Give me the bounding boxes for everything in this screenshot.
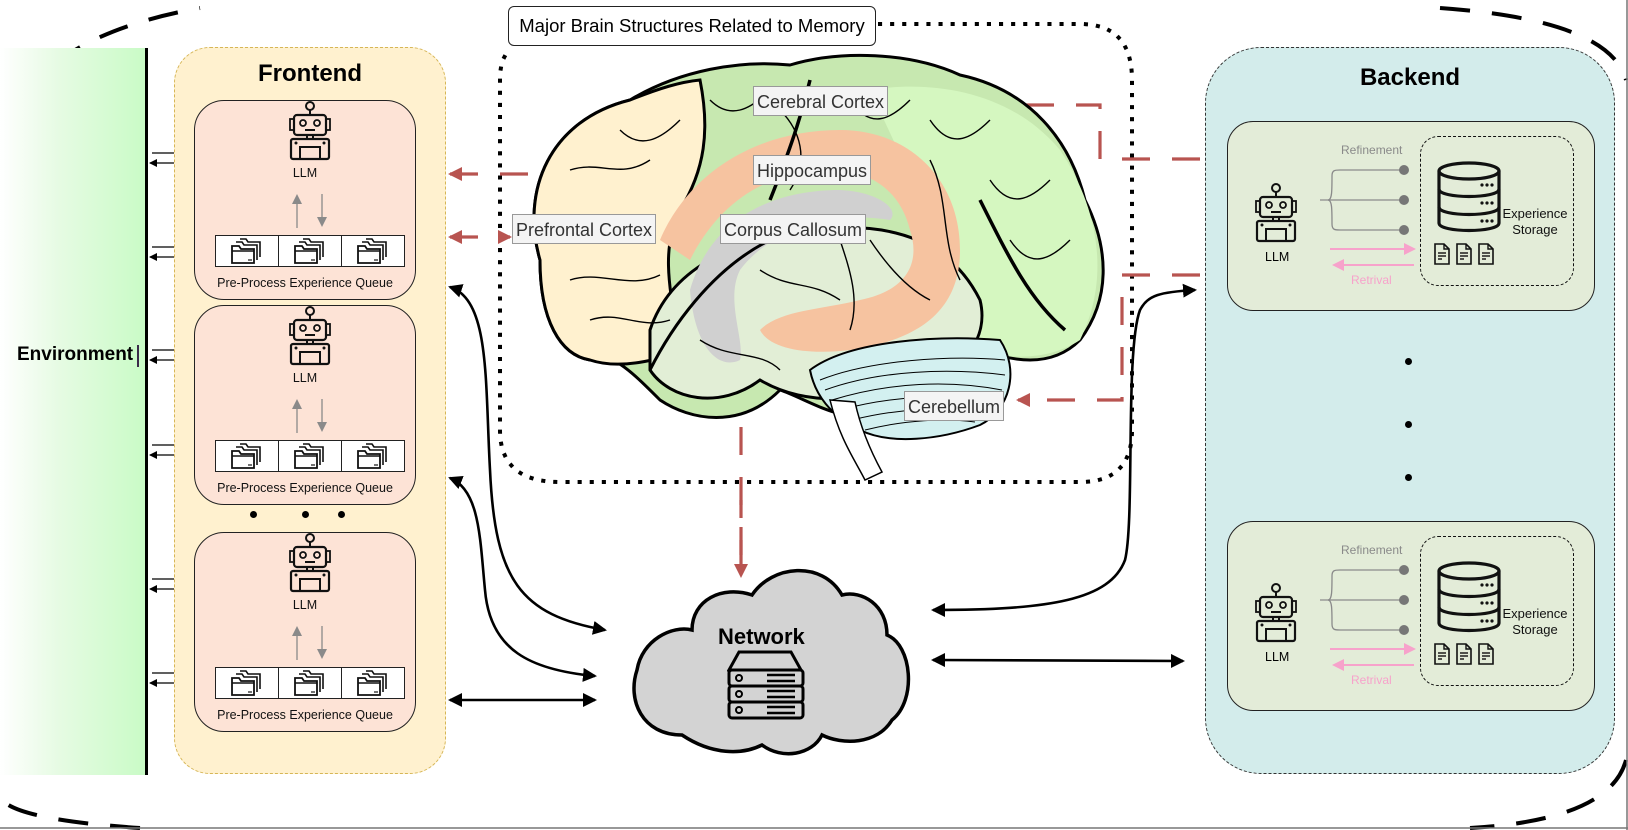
document-icon bbox=[1478, 243, 1494, 265]
queue-label: Pre-Process Experience Queue bbox=[217, 708, 393, 722]
experience-queue bbox=[215, 235, 405, 267]
brain-section-title: Major Brain Structures Related to Memory bbox=[508, 6, 876, 46]
retrieval-arrows bbox=[1330, 243, 1416, 271]
refinement-label: Refinement bbox=[1341, 143, 1403, 157]
brain-illustration bbox=[532, 53, 1105, 481]
experience-queue bbox=[215, 667, 405, 699]
retrieval-label: Retrival bbox=[1351, 273, 1392, 287]
queue-slot bbox=[216, 441, 279, 471]
robot-icon bbox=[289, 306, 331, 366]
llm-label: LLM bbox=[1265, 650, 1290, 664]
label-hippocampus: Hippocampus bbox=[753, 155, 872, 185]
document-icon bbox=[1434, 643, 1450, 665]
queue-slot bbox=[342, 441, 404, 471]
document-icon bbox=[1456, 643, 1472, 665]
robot-icon bbox=[289, 101, 331, 161]
folder-stack-icon bbox=[357, 443, 387, 469]
llm-label: LLM bbox=[1265, 250, 1290, 264]
environment-boundary bbox=[145, 48, 148, 775]
folder-stack-icon bbox=[231, 238, 261, 264]
text-cursor bbox=[137, 345, 139, 367]
queue-slot bbox=[279, 441, 342, 471]
queue-label: Pre-Process Experience Queue bbox=[217, 481, 393, 495]
experience-documents bbox=[1433, 642, 1495, 666]
network-cloud bbox=[632, 568, 911, 756]
environment-label: Environment bbox=[17, 344, 134, 365]
label-prefrontal-cortex: Prefrontal Cortex bbox=[512, 214, 657, 244]
queue-slot bbox=[342, 668, 404, 698]
brain-frame bbox=[498, 22, 1134, 484]
folder-stack-icon bbox=[294, 670, 324, 696]
brainstem bbox=[829, 399, 884, 481]
robot-icon bbox=[289, 533, 331, 593]
document-icon bbox=[1456, 243, 1472, 265]
experience-queue bbox=[215, 440, 405, 472]
experience-storage bbox=[1420, 136, 1574, 286]
llm-label: LLM bbox=[292, 371, 318, 385]
folder-stack-icon bbox=[357, 238, 387, 264]
database-icon bbox=[1437, 161, 1501, 233]
document-icon bbox=[1478, 643, 1494, 665]
experience-documents bbox=[1433, 242, 1495, 266]
refinement-connector bbox=[1320, 165, 1409, 235]
network-label: Network bbox=[718, 624, 805, 649]
environment-panel bbox=[0, 48, 146, 775]
hippocampus-region bbox=[660, 130, 960, 352]
llm-queue-exchange-arrows bbox=[292, 399, 327, 433]
cerebral-cortex-region bbox=[870, 86, 1098, 357]
network-backend-links bbox=[931, 283, 1197, 668]
refinement-connector bbox=[1320, 565, 1409, 635]
retrieval-label: Retrival bbox=[1351, 673, 1392, 687]
folder-stack-icon bbox=[231, 670, 261, 696]
folder-stack-icon bbox=[294, 238, 324, 264]
label-corpus-callosum: Corpus Callosum bbox=[720, 214, 867, 244]
refinement-label: Refinement bbox=[1341, 543, 1403, 557]
queue-slot bbox=[342, 236, 404, 266]
robot-icon bbox=[1255, 183, 1297, 243]
frontend-title: Frontend bbox=[258, 60, 362, 87]
label-cerebellum: Cerebellum bbox=[904, 391, 1005, 421]
llm-label: LLM bbox=[292, 598, 318, 612]
experience-storage bbox=[1420, 536, 1574, 686]
retrieval-arrows bbox=[1330, 643, 1416, 671]
llm-label: LLM bbox=[292, 166, 318, 180]
frontend-network-links bbox=[448, 284, 607, 707]
folder-stack-icon bbox=[294, 443, 324, 469]
document-icon bbox=[1434, 243, 1450, 265]
llm-queue-exchange-arrows bbox=[292, 626, 327, 660]
brain-folds bbox=[559, 79, 1071, 371]
database-icon bbox=[1437, 561, 1501, 633]
queue-slot bbox=[279, 236, 342, 266]
queue-slot bbox=[279, 668, 342, 698]
backend-title: Backend bbox=[1359, 64, 1461, 91]
folder-stack-icon bbox=[231, 443, 261, 469]
queue-label: Pre-Process Experience Queue bbox=[217, 276, 393, 290]
queue-slot bbox=[216, 668, 279, 698]
label-cerebral-cortex: Cerebral Cortex bbox=[753, 86, 889, 116]
server-icon bbox=[727, 650, 805, 720]
folder-stack-icon bbox=[357, 670, 387, 696]
queue-slot bbox=[216, 236, 279, 266]
llm-queue-exchange-arrows bbox=[292, 194, 327, 228]
robot-icon bbox=[1255, 583, 1297, 643]
